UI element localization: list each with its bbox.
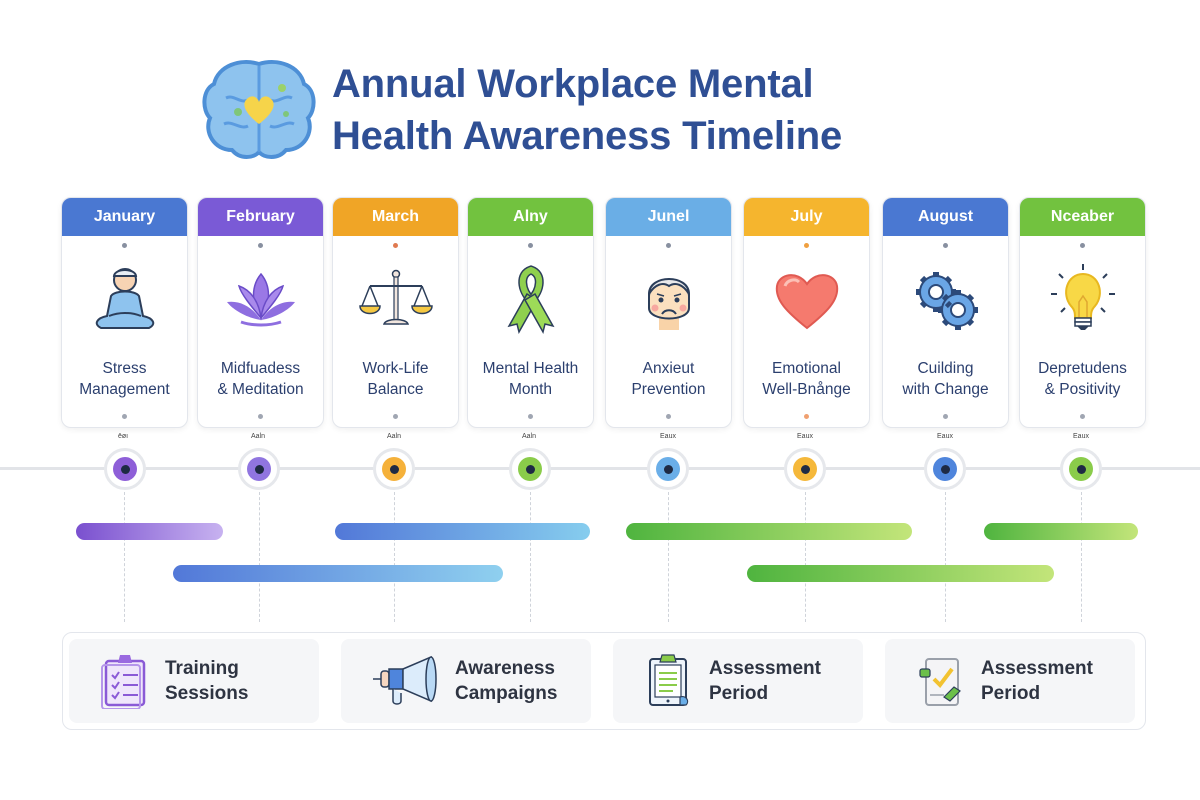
- megaphone-icon: [371, 653, 441, 709]
- lightbulb-icon: [1043, 260, 1123, 340]
- bar-training-blue[interactable]: [173, 565, 503, 582]
- timeline-node-march[interactable]: [373, 448, 415, 490]
- timeline-node-july[interactable]: [784, 448, 826, 490]
- dot: [1080, 243, 1085, 248]
- tick-label: Eaux: [797, 433, 813, 440]
- bar-awareness-blue[interactable]: [335, 523, 590, 540]
- timeline-axis: [0, 467, 1200, 470]
- guide-line: [668, 492, 669, 622]
- dot: [393, 414, 398, 419]
- dot: [804, 414, 809, 419]
- title-line-1: Annual Workplace Mental: [332, 62, 814, 106]
- brain-heart-icon: [202, 60, 316, 159]
- checklist-icon: [97, 653, 153, 709]
- bar-assessment-green[interactable]: [626, 523, 912, 540]
- tick-label: Eaux: [660, 433, 676, 440]
- guide-line: [530, 492, 531, 622]
- month-header: January: [62, 198, 187, 236]
- dot: [393, 243, 398, 248]
- dot: [122, 243, 127, 248]
- guide-line: [259, 492, 260, 622]
- gears-icon: [906, 260, 986, 340]
- heart-icon: [767, 260, 847, 340]
- dot: [666, 414, 671, 419]
- timeline-node-february[interactable]: [238, 448, 280, 490]
- ribbon-icon: [491, 260, 571, 340]
- month-header: Alny: [468, 198, 593, 236]
- dot: [122, 414, 127, 419]
- guide-line: [1081, 492, 1082, 622]
- title-line-2: Health Awareness Timeline: [332, 114, 843, 158]
- worried-face-icon: [629, 260, 709, 340]
- dot: [666, 243, 671, 248]
- guide-line: [805, 492, 806, 622]
- guide-line: [945, 492, 946, 622]
- tick-label: Aaln: [521, 433, 536, 440]
- month-header: March: [333, 198, 458, 236]
- meditation-person-icon: [85, 260, 165, 340]
- month-header: Junel: [606, 198, 731, 236]
- tablet-check-icon: [913, 653, 969, 709]
- guide-line: [124, 492, 125, 622]
- dot: [528, 243, 533, 248]
- dot: [258, 243, 263, 248]
- dot: [943, 414, 948, 419]
- timeline-node-may[interactable]: [509, 448, 551, 490]
- topic-label: Midfuadess& Meditation: [217, 360, 304, 398]
- timeline-node-january[interactable]: [104, 448, 146, 490]
- bar-assessment-green-2[interactable]: [747, 565, 1054, 582]
- bar-training-purple[interactable]: [76, 523, 223, 540]
- month-header: July: [744, 198, 869, 236]
- month-header: Nceaber: [1020, 198, 1145, 236]
- tick-label: Aaln: [250, 433, 265, 440]
- dot: [528, 414, 533, 419]
- scales-icon: [356, 260, 436, 340]
- month-header: August: [883, 198, 1008, 236]
- dot: [804, 243, 809, 248]
- bar-assessment-green-3[interactable]: [984, 523, 1138, 540]
- header: Annual Workplace Mental Health Awareness…: [200, 58, 842, 162]
- lotus-icon: [221, 260, 301, 340]
- tick-label: Aaln: [386, 433, 401, 440]
- tick-label: Eaux: [1073, 433, 1089, 440]
- page-title: Annual Workplace Mental Health Awareness…: [332, 58, 842, 162]
- tick-label: ēøı: [117, 433, 129, 440]
- dot: [943, 243, 948, 248]
- timeline-node-november[interactable]: [1060, 448, 1102, 490]
- clipboard-icon: [641, 653, 697, 709]
- guide-line: [394, 492, 395, 622]
- month-header: February: [198, 198, 323, 236]
- tick-label: Eaux: [937, 433, 953, 440]
- dot: [258, 414, 263, 419]
- timeline-node-august[interactable]: [924, 448, 966, 490]
- card-november[interactable]: Nceaber Depretudens& Positivity: [1019, 197, 1146, 428]
- topic-label: Depretudens& Positivity: [1038, 360, 1127, 398]
- card-february[interactable]: February Midfuadess& Meditation: [197, 197, 324, 428]
- dot: [1080, 414, 1085, 419]
- timeline-node-june[interactable]: [647, 448, 689, 490]
